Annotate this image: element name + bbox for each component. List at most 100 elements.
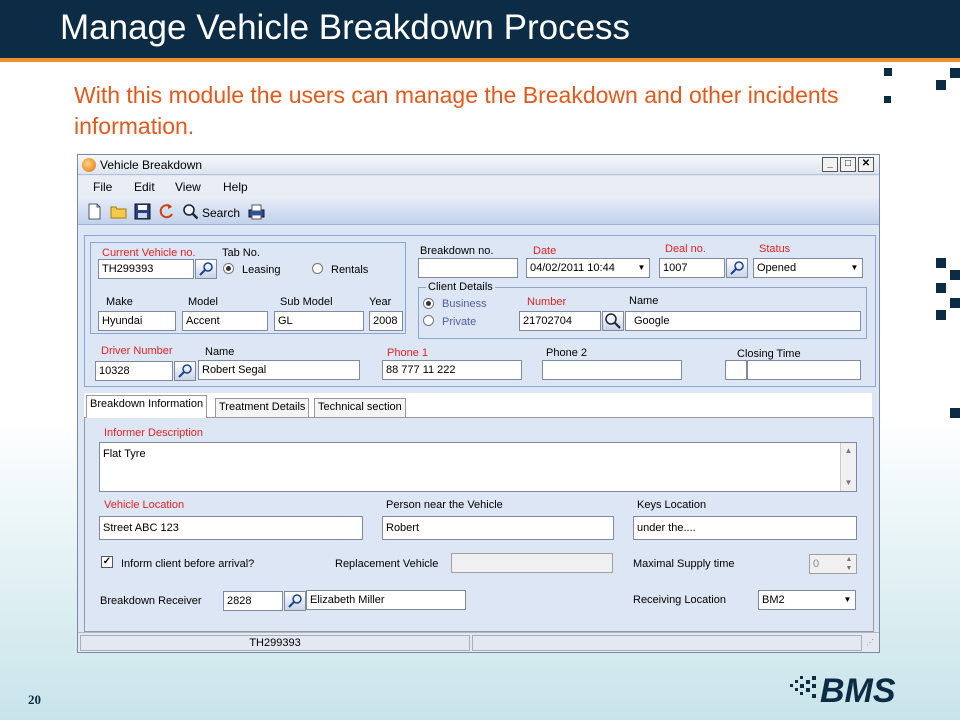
rentals-radio-label: Rentals [331,264,369,276]
current-vehicle-input[interactable]: TH299393 [98,259,194,279]
deal-no-input[interactable]: 1007 [659,258,725,278]
tab-breakdown-information[interactable]: Breakdown Information [86,395,208,418]
decor-square [936,258,946,268]
statusbar-panel-right [472,635,862,651]
make-label: Make [106,296,133,308]
slide-title: Manage Vehicle Breakdown Process [60,8,631,47]
tab-treatment-details[interactable]: Treatment Details [215,398,310,417]
replacement-vehicle-input[interactable] [451,553,613,573]
current-vehicle-label: Current Vehicle no. [102,247,196,259]
window-titlebar[interactable]: Vehicle Breakdown _ □ ✕ [78,155,879,175]
person-near-vehicle-label: Person near the Vehicle [386,499,503,511]
keys-location-label: Keys Location [637,499,707,511]
search-button-label[interactable]: Search [202,206,241,220]
receiving-location-select[interactable]: BM2 ▼ [758,590,856,610]
new-document-icon[interactable] [86,203,103,220]
breakdown-receiver-code-input[interactable]: 2828 [223,591,283,611]
business-radio-label: Business [442,298,487,310]
breakdown-receiver-label: Breakdown Receiver [100,595,202,607]
year-label: Year [369,296,392,308]
person-near-vehicle-input[interactable]: Robert [382,516,614,540]
sub-model-input[interactable]: GL [274,311,364,331]
informer-description-textarea[interactable]: Flat Tyre ▲▼ [99,442,857,492]
date-input[interactable]: 04/02/2011 10:44 ▼ [526,258,650,278]
vehicle-location-input[interactable]: Street ABC 123 [99,516,363,540]
client-number-label: Number [527,296,567,308]
make-input[interactable]: Hyundai [98,311,176,331]
menu-edit[interactable]: Edit [134,180,155,194]
toolbar: Search [78,198,879,225]
print-icon[interactable] [248,203,265,220]
phone1-input[interactable]: 88 777 11 222 [382,360,522,380]
decor-square [950,298,960,308]
status-select[interactable]: Opened ▼ [753,258,863,278]
maximal-supply-time-label: Maximal Supply time [633,558,735,570]
phone2-input[interactable] [542,360,682,380]
magnifier-icon [605,313,621,329]
minimize-button[interactable]: _ [822,157,838,172]
dropdown-arrow-icon[interactable]: ▼ [634,259,649,277]
rentals-radio[interactable] [312,263,323,274]
keys-location-input[interactable]: under the.... [633,516,857,540]
driver-name-label: Name [205,346,235,358]
page-number: 20 [28,692,41,707]
closing-time-input[interactable] [747,360,861,380]
breakdown-receiver-name-input[interactable]: Elizabeth Miller [306,590,466,610]
vehicle-location-label: Vehicle Location [104,499,185,511]
receiver-lookup-button[interactable] [284,591,306,611]
driver-name-input[interactable]: Robert Segal [198,360,360,380]
close-button[interactable]: ✕ [858,157,874,172]
dropdown-arrow-icon[interactable]: ▼ [840,591,855,609]
magnifier-icon [199,262,213,276]
vehicle-lookup-button[interactable] [195,259,217,279]
private-radio-label: Private [442,316,477,328]
menu-file[interactable]: File [93,180,113,194]
year-input[interactable]: 2008 [369,311,403,331]
bms-logo: BMS [790,672,896,708]
decor-square [936,310,946,320]
save-icon[interactable] [134,203,151,220]
refresh-icon[interactable] [158,203,175,220]
slide-header [0,0,960,58]
menu-view[interactable]: View [175,180,201,194]
client-lookup-button[interactable] [602,311,624,331]
vehicle-breakdown-window: Vehicle Breakdown _ □ ✕ File Edit View H… [77,154,880,653]
private-radio[interactable] [423,315,434,326]
closing-time-checkbox[interactable] [725,360,747,380]
closing-time-label: Closing Time [737,348,801,360]
maximize-button[interactable]: □ [840,157,856,172]
date-value: 04/02/2011 10:44 [530,262,615,274]
client-name-label: Name [629,295,659,307]
bms-logo-text: BMS [820,672,896,708]
decor-square [950,68,960,78]
driver-number-input[interactable]: 10328 [95,361,173,381]
deal-lookup-button[interactable] [726,258,748,278]
maximal-supply-time-value: 0 [813,558,820,570]
driver-lookup-button[interactable] [174,361,196,381]
business-radio[interactable] [423,298,434,309]
leasing-radio[interactable] [223,263,234,274]
client-number-input[interactable]: 21702704 [519,311,601,331]
model-label: Model [188,296,218,308]
receiving-location-value: BM2 [762,594,785,606]
textarea-scrollbar[interactable]: ▲▼ [840,443,856,491]
resize-grip-icon[interactable]: ⋰ [866,638,874,647]
breakdown-information-panel: Informer Description Flat Tyre ▲▼ Vehicl… [84,417,874,632]
magnifier-icon [730,261,744,275]
dropdown-arrow-icon[interactable]: ▼ [847,259,862,277]
decor-square [950,408,960,418]
menu-help[interactable]: Help [223,180,248,194]
driver-number-label: Driver Number [101,345,173,357]
breakdown-no-input[interactable] [418,258,518,278]
open-folder-icon[interactable] [110,203,127,220]
tab-technical-section[interactable]: Technical section [314,398,406,417]
client-name-input[interactable]: Google [625,311,861,331]
phone2-label: Phone 2 [546,347,587,359]
maximal-supply-time-stepper[interactable]: 0 ▲▼ [809,554,857,574]
stepper-arrows-icon[interactable]: ▲▼ [845,556,853,572]
inform-client-checkbox[interactable]: ✓ [101,556,113,568]
search-icon[interactable] [182,203,199,220]
informer-description-label: Informer Description [104,427,204,439]
model-input[interactable]: Accent [182,311,268,331]
date-label: Date [533,245,557,257]
